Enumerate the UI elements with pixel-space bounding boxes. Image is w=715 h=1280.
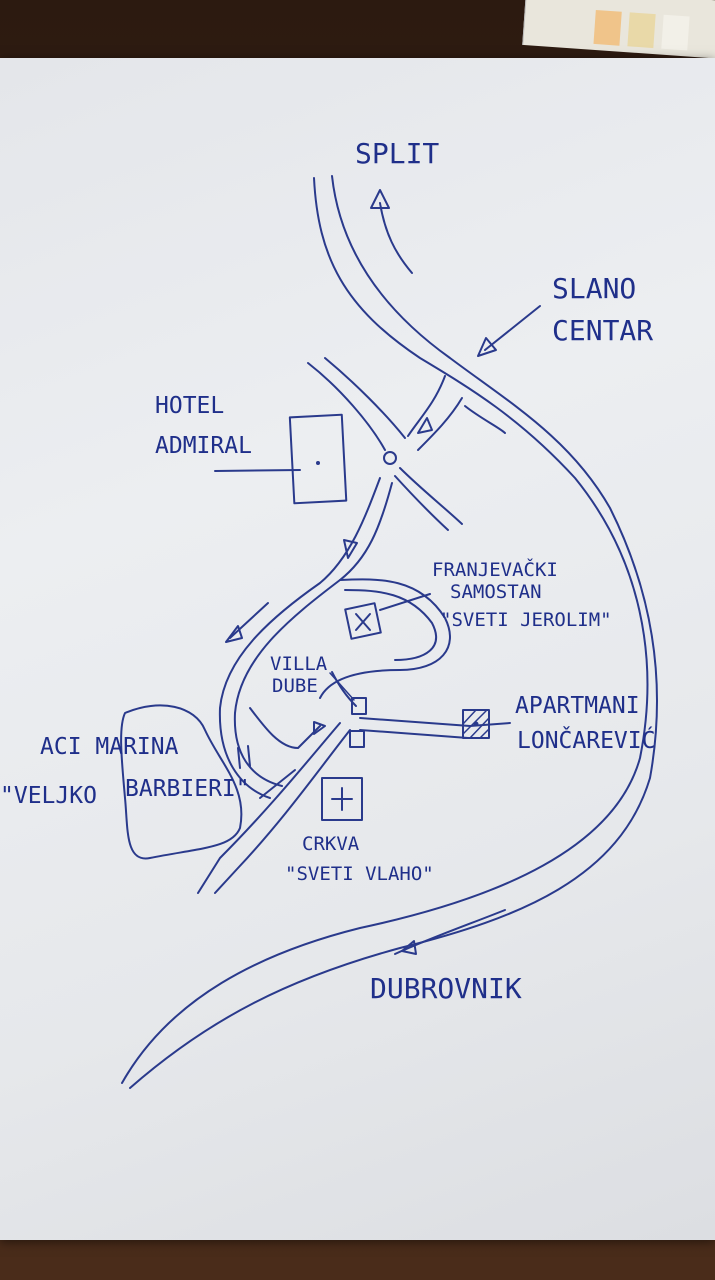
villa-dube-marker xyxy=(329,672,367,748)
label-slano-2: CENTAR xyxy=(552,314,653,347)
label-franj-3: "SVETI JEROLIM" xyxy=(440,609,612,631)
label-apt-1: APARTMANI xyxy=(515,693,640,719)
main-road xyxy=(121,175,658,1089)
paper-sheet: SPLIT SLANO CENTAR HOTEL ADMIRAL FRANJEV… xyxy=(0,58,715,1240)
label-dubrovnik: DUBROVNIK xyxy=(370,972,522,1005)
label-aci-3: BARBIERI" xyxy=(125,776,250,802)
side-roads xyxy=(307,357,506,531)
x-square-icon xyxy=(344,602,382,640)
label-slano-1: SLANO xyxy=(552,272,636,305)
cross-square-icon xyxy=(321,777,363,821)
label-apt-2: LONČAREVIĆ xyxy=(517,726,655,754)
label-villa-1: VILLA xyxy=(270,653,328,675)
label-villa-2: DUBE xyxy=(272,675,318,697)
label-split: SPLIT xyxy=(355,137,439,170)
label-aci-1: ACI MARINA xyxy=(40,734,179,760)
slano-arrow xyxy=(477,305,541,357)
hatched-square-icon xyxy=(462,709,490,739)
roundabout-icon xyxy=(383,451,397,465)
label-hotel-2: ADMIRAL xyxy=(155,433,252,459)
hand-drawn-map: SPLIT SLANO CENTAR HOTEL ADMIRAL FRANJEV… xyxy=(0,137,658,1089)
label-hotel-1: HOTEL xyxy=(155,393,224,419)
split-arrow xyxy=(370,189,413,274)
label-aci-2: "VELJKO xyxy=(0,783,97,809)
building-rect-icon xyxy=(214,413,348,505)
label-crkva-1: CRKVA xyxy=(302,833,360,855)
dubrovnik-arrow xyxy=(394,909,506,955)
label-crkva-2: "SVETI VLAHO" xyxy=(285,863,434,885)
local-roads xyxy=(197,477,511,894)
label-franj-2: SAMOSTAN xyxy=(450,581,542,603)
label-franj-1: FRANJEVAČKI xyxy=(432,557,558,581)
marina-outline xyxy=(120,704,251,860)
